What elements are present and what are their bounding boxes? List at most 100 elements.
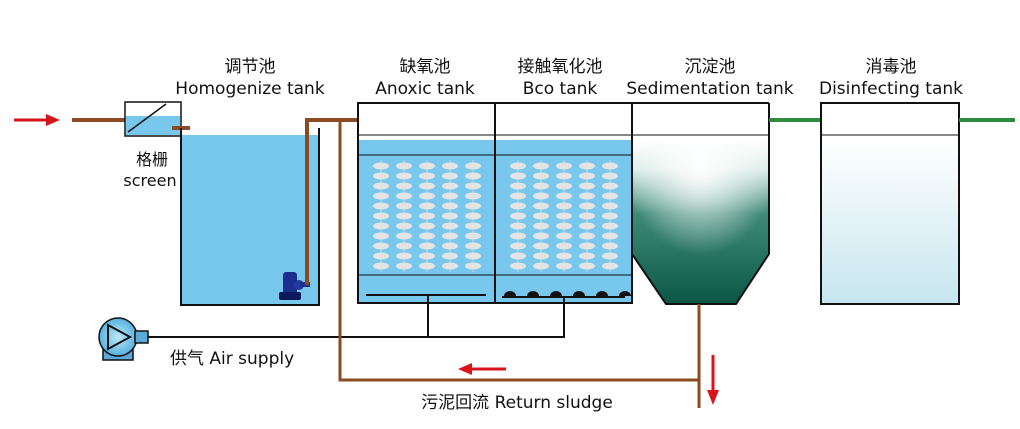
bco-media-carrier — [602, 172, 618, 180]
bco-media-carrier — [510, 232, 526, 240]
sedimentation-label-en: Sedimentation tank — [626, 79, 793, 99]
anoxic-media-carrier — [373, 162, 389, 170]
bco-media-carrier — [556, 252, 572, 260]
bco-media-carrier — [510, 262, 526, 270]
anoxic-media-carrier — [419, 182, 435, 190]
bco-media-carrier — [510, 162, 526, 170]
anoxic-media-carrier — [373, 192, 389, 200]
bco-media-carrier — [556, 262, 572, 270]
bco-media-carrier — [533, 212, 549, 220]
bco-media-carrier — [510, 202, 526, 210]
return-sludge-label: 污泥回流 Return sludge — [421, 393, 613, 413]
bco-media-carrier — [510, 192, 526, 200]
anoxic-media-carrier — [419, 202, 435, 210]
anoxic-media-carrier — [396, 192, 412, 200]
bco-media-carrier — [510, 252, 526, 260]
diffuser-icon — [573, 291, 585, 296]
aeration-diffusers — [504, 291, 631, 296]
anoxic-media-carrier — [396, 232, 412, 240]
bco-media-carrier — [579, 202, 595, 210]
anoxic-media-carrier — [442, 202, 458, 210]
bco-media-carrier — [556, 172, 572, 180]
anoxic-media-carrier — [373, 242, 389, 250]
diffuser-icon — [596, 291, 608, 296]
anoxic-media-carrier — [396, 212, 412, 220]
bco-media-carrier — [556, 162, 572, 170]
anoxic-media-carrier — [465, 182, 481, 190]
bco-media-carrier — [579, 212, 595, 220]
anoxic-media-carrier — [373, 172, 389, 180]
bco-media-carrier — [579, 222, 595, 230]
anoxic-media-carrier — [396, 252, 412, 260]
anoxic-media-carrier — [442, 212, 458, 220]
anoxic-media-carrier — [373, 182, 389, 190]
bco-media-carrier — [533, 262, 549, 270]
bco-media-carrier — [533, 252, 549, 260]
diffuser-icon — [550, 291, 562, 296]
submersible-pump-icon — [279, 272, 310, 300]
anoxic-media-carrier — [442, 162, 458, 170]
anoxic-label-en: Anoxic tank — [375, 79, 475, 99]
anoxic-media-carrier — [373, 262, 389, 270]
anoxic-media-carrier — [396, 182, 412, 190]
bco-media-carrier — [510, 182, 526, 190]
anoxic-media-carrier — [465, 202, 481, 210]
bco-media-carrier — [556, 182, 572, 190]
anoxic-media-carrier — [465, 212, 481, 220]
disinfecting-label-en: Disinfecting tank — [819, 79, 963, 99]
bco-media-carrier — [602, 212, 618, 220]
anoxic-media-carrier — [442, 222, 458, 230]
anoxic-media-carrier — [442, 192, 458, 200]
diffuser-icon — [504, 291, 516, 296]
screen-box — [124, 101, 190, 137]
bco-media-carrier — [602, 162, 618, 170]
bco-media-carrier — [533, 222, 549, 230]
bco-media-carriers — [510, 160, 618, 272]
return-sludge-pipe — [338, 120, 701, 408]
bco-media-carrier — [579, 252, 595, 260]
bco-media-carrier — [533, 202, 549, 210]
anoxic-media-carrier — [373, 232, 389, 240]
anoxic-media-carrier — [465, 162, 481, 170]
anoxic-media-carrier — [373, 252, 389, 260]
anoxic-media-carrier — [373, 212, 389, 220]
bco-media-carrier — [602, 192, 618, 200]
anoxic-media-carrier — [442, 232, 458, 240]
screen-label-en: screen — [123, 171, 176, 190]
bco-label-cn: 接触氧化池 — [518, 57, 603, 77]
anoxic-media-carrier — [396, 162, 412, 170]
bco-media-carrier — [510, 222, 526, 230]
diffuser-icon — [619, 291, 631, 296]
bco-media-carrier — [556, 202, 572, 210]
anoxic-media-carrier — [419, 172, 435, 180]
bco-media-carrier — [602, 232, 618, 240]
bco-media-carrier — [579, 262, 595, 270]
homogenize-tank — [180, 128, 320, 306]
air-supply-pipe — [148, 295, 565, 338]
bco-media-carrier — [510, 242, 526, 250]
anoxic-media-carrier — [465, 192, 481, 200]
anoxic-media-carrier — [419, 232, 435, 240]
bco-media-carrier — [533, 242, 549, 250]
bco-media-carrier — [602, 262, 618, 270]
anoxic-media-carrier — [419, 222, 435, 230]
anoxic-media-carrier — [373, 202, 389, 210]
bco-media-carrier — [579, 242, 595, 250]
anoxic-media-carrier — [442, 262, 458, 270]
bco-media-carrier — [579, 182, 595, 190]
anoxic-media-carrier — [465, 172, 481, 180]
sedimentation-tank — [631, 102, 770, 305]
bco-media-carrier — [602, 242, 618, 250]
bco-media-carrier — [602, 182, 618, 190]
anoxic-media-carrier — [373, 222, 389, 230]
discharge-arrow — [707, 355, 719, 405]
anoxic-media-carrier — [442, 242, 458, 250]
anoxic-media-carrier — [465, 252, 481, 260]
anoxic-media-carrier — [419, 262, 435, 270]
bco-media-carrier — [556, 232, 572, 240]
diffuser-icon — [527, 291, 539, 296]
anoxic-media-carrier — [442, 252, 458, 260]
bco-media-carrier — [510, 212, 526, 220]
